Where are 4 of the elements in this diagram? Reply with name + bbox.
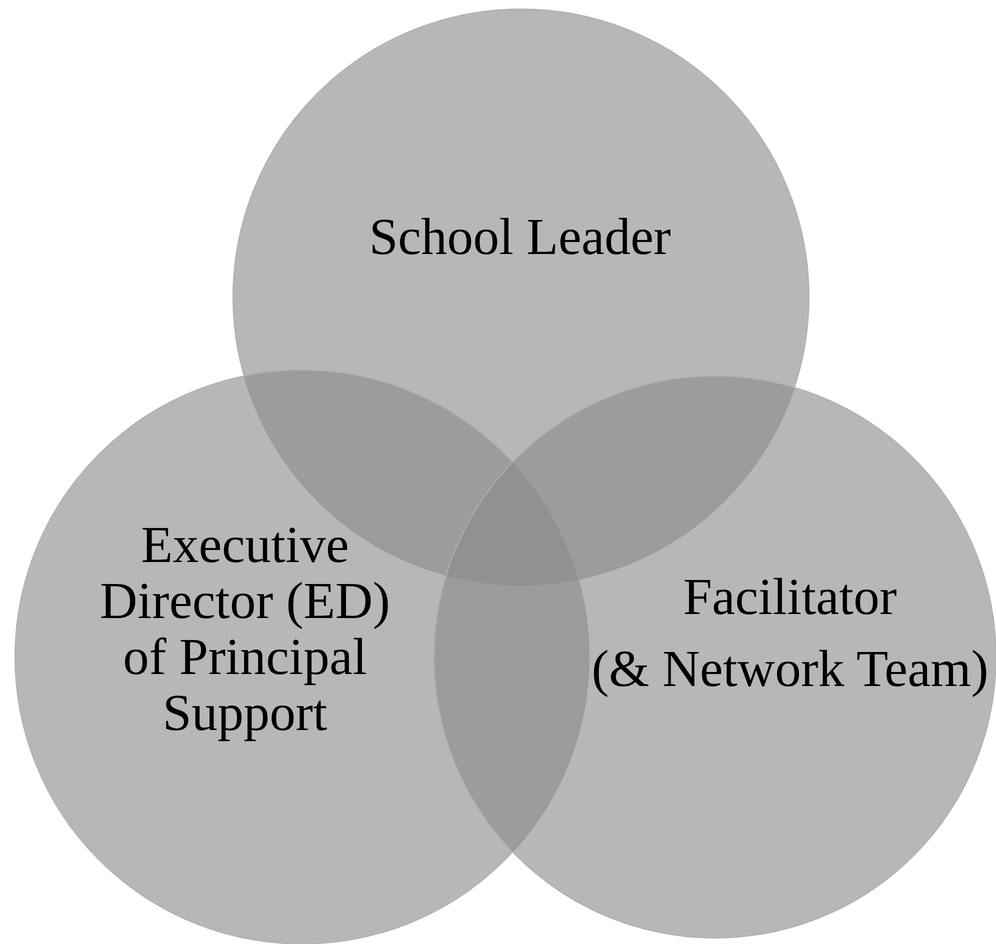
circle-label: (& Network Team) [590, 642, 990, 698]
circle-label: School Leader [368, 210, 672, 266]
circle-label: Executive Director (ED) of Principal Support [98, 518, 392, 742]
circle-label: Facilitator [682, 570, 898, 626]
